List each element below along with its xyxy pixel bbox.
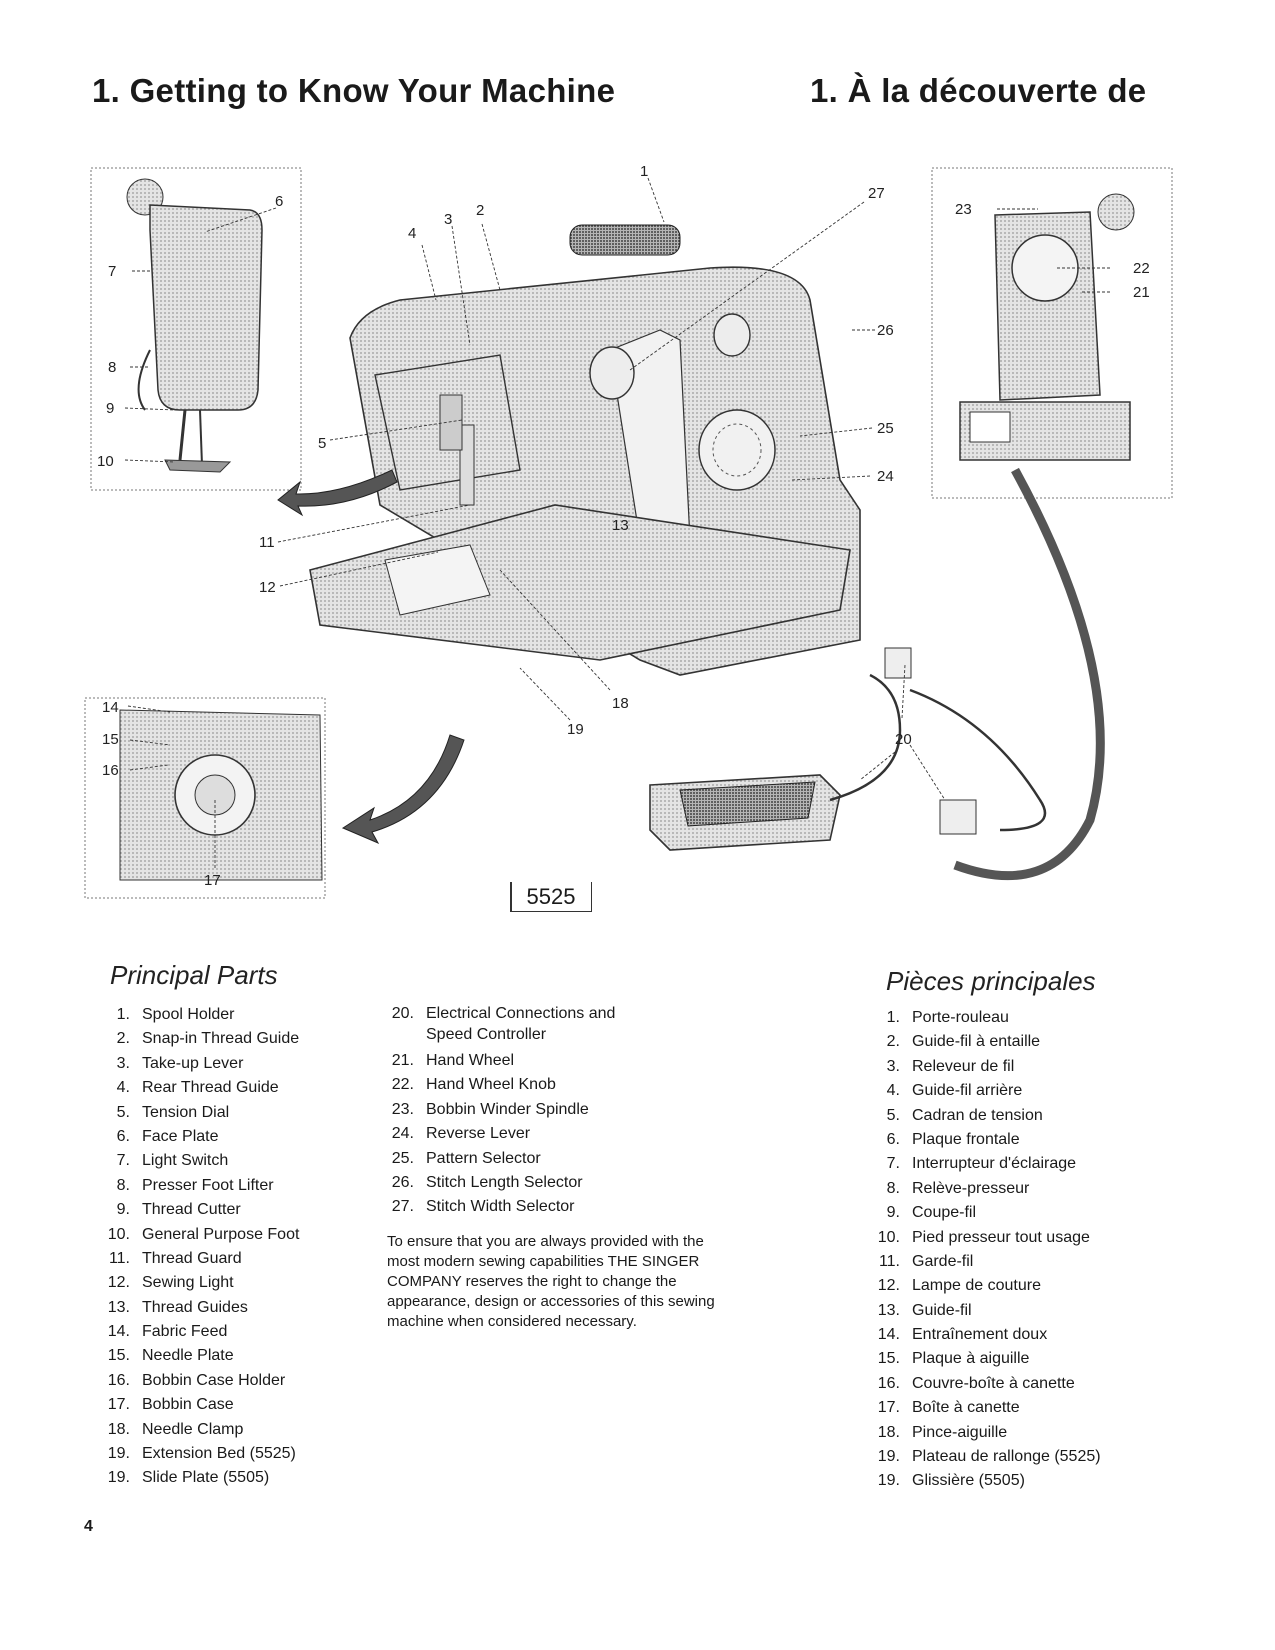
machine-body [309, 224, 861, 676]
list-item: 24.Reverse Lever [391, 1125, 531, 1143]
list-item: 11.Thread Guard [108, 1249, 242, 1267]
list-item: 8.Relève-presseur [886, 1179, 1030, 1197]
list-item: 15.Plaque à aiguille [877, 1350, 1030, 1368]
list-item: 10.Pied presseur tout usage [877, 1228, 1090, 1246]
list-item: 15.Needle Plate [107, 1347, 234, 1365]
list-item: 3.Take-up Lever [116, 1054, 244, 1072]
list-item: 2.Snap-in Thread Guide [116, 1030, 300, 1048]
callout-4: 4 [408, 225, 416, 242]
callout-22: 22 [1133, 260, 1150, 277]
design-change-notice: To ensure that you are always provided w… [387, 1233, 715, 1330]
callout-11: 11 [259, 534, 275, 551]
page-title-en: 1. Getting to Know Your Machine [92, 72, 616, 109]
callout-27: 27 [868, 185, 885, 202]
back-view-inset [931, 167, 1173, 499]
callout-21: 21 [1133, 284, 1150, 301]
list-item: 16.Couvre-boîte à canette [877, 1374, 1075, 1392]
list-item: 19.Extension Bed (5525) [107, 1445, 296, 1463]
page-title-fr: 1. À la découverte de [810, 72, 1147, 109]
list-item: 20.Electrical Connections and Speed Cont… [391, 1005, 616, 1043]
list-item: 19.Glissière (5505) [877, 1472, 1025, 1490]
list-item: 23.Bobbin Winder Spindle [391, 1100, 589, 1118]
callout-23: 23 [955, 201, 972, 218]
list-item: 3.Releveur de fil [886, 1057, 1015, 1075]
list-item: 11.Garde-fil [878, 1252, 974, 1270]
list-item: 1.Spool Holder [116, 1006, 235, 1023]
list-item: 22.Hand Wheel Knob [391, 1076, 556, 1094]
callout-numbers: 1 2 3 4 5 6 7 8 9 10 11 12 13 14 15 16 1… [97, 163, 1150, 889]
list-item: 27.Stitch Width Selector [391, 1198, 575, 1216]
side-view-inset [90, 167, 302, 491]
callout-1: 1 [640, 163, 648, 180]
callout-25: 25 [877, 420, 894, 437]
callout-5: 5 [318, 435, 326, 452]
pieces-principales-title: Pièces principales [886, 966, 1096, 996]
callout-9: 9 [106, 400, 114, 417]
list-item: 13.Thread Guides [107, 1298, 248, 1316]
list-item: 17.Bobbin Case [107, 1396, 234, 1414]
callout-24: 24 [877, 468, 894, 485]
callout-6: 6 [275, 193, 283, 210]
list-item: 6.Plaque frontale [886, 1130, 1020, 1148]
bobbin-inset [84, 697, 326, 899]
callout-14: 14 [102, 699, 119, 716]
list-item: 16.Bobbin Case Holder [107, 1371, 286, 1389]
principal-parts-title: Principal Parts [110, 960, 278, 990]
list-item: 14.Entraînement doux [877, 1326, 1048, 1344]
list-item: 1.Porte-rouleau [886, 1009, 1009, 1026]
list-item: 9.Coupe-fil [886, 1204, 977, 1222]
list-item: 5.Cadran de tension [886, 1106, 1043, 1124]
list-item: 8.Presser Foot Lifter [116, 1176, 274, 1194]
callout-3: 3 [444, 211, 452, 228]
list-item: 18.Needle Clamp [107, 1420, 244, 1438]
list-item: 5.Tension Dial [116, 1103, 230, 1121]
list-item: 18.Pince-aiguille [877, 1423, 1008, 1441]
list-item: 25.Pattern Selector [391, 1149, 541, 1167]
list-item: 9.Thread Cutter [116, 1201, 241, 1219]
callout-leaders [124, 177, 1110, 868]
callout-12: 12 [259, 579, 276, 596]
callout-2: 2 [476, 202, 484, 219]
list-item: 10.General Purpose Foot [107, 1225, 300, 1243]
list-item: 17.Boîte à canette [877, 1399, 1020, 1417]
pieces-principales-list: 1.Porte-rouleau 2.Guide-fil à entaille 3… [870, 1006, 1101, 1494]
list-item: 19.Plateau de rallonge (5525) [877, 1448, 1101, 1466]
list-item: 12.Sewing Light [107, 1274, 234, 1292]
callout-15: 15 [102, 731, 119, 748]
callout-19: 19 [567, 721, 584, 738]
callout-13: 13 [612, 517, 629, 534]
model-number-label: 5525 [509, 882, 592, 912]
list-item: 4.Guide-fil arrière [886, 1082, 1023, 1100]
list-item: 19.Slide Plate (5505) [107, 1469, 270, 1487]
list-item: 14.Fabric Feed [107, 1323, 228, 1341]
list-item: 12.Lampe de couture [877, 1277, 1041, 1295]
list-item: 2.Guide-fil à entaille [886, 1033, 1041, 1051]
callout-18: 18 [612, 695, 629, 712]
list-item: 7.Light Switch [116, 1152, 229, 1170]
list-item: 7.Interrupteur d'éclairage [886, 1155, 1077, 1173]
list-item: 4.Rear Thread Guide [116, 1079, 279, 1097]
callout-10: 10 [97, 453, 114, 470]
list-item: 13.Guide-fil [877, 1301, 972, 1319]
foot-controller [649, 467, 1105, 881]
list-item: 21.Hand Wheel [391, 1052, 515, 1069]
list-item: 6.Face Plate [116, 1127, 219, 1145]
principal-parts-list-continued: 20.Electrical Connections and Speed Cont… [384, 1003, 646, 1220]
callout-17: 17 [204, 872, 221, 889]
callout-16: 16 [102, 762, 119, 779]
callout-20: 20 [895, 731, 912, 748]
page-number: 4 [84, 1518, 93, 1535]
list-item: 26.Stitch Length Selector [391, 1173, 583, 1191]
callout-8: 8 [108, 359, 116, 376]
callout-26: 26 [877, 322, 894, 339]
sewing-machine-figure: 1 2 3 4 5 6 7 8 9 10 11 12 13 14 15 16 1… [84, 163, 1173, 899]
callout-7: 7 [108, 263, 116, 280]
principal-parts-list: 1.Spool Holder 2.Snap-in Thread Guide 3.… [100, 1003, 300, 1491]
pointer-arrows [277, 469, 465, 845]
